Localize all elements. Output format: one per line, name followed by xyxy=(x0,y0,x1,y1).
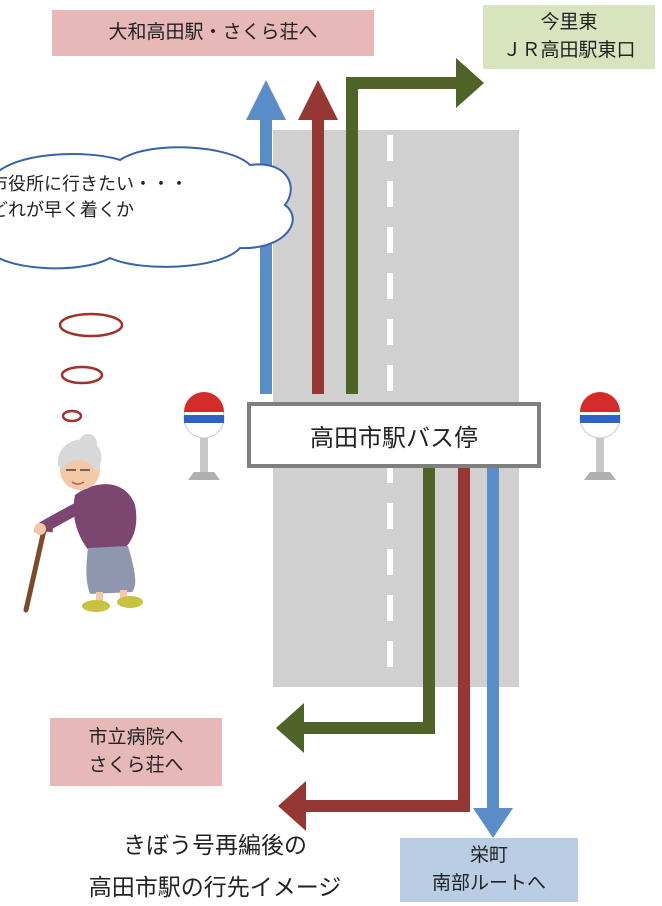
thought-line-2: どれが早く着くか xyxy=(0,200,134,222)
thought-line-1: 市役所に行きたい・・・ xyxy=(0,174,188,195)
green-route-up-right xyxy=(346,58,484,394)
thought-bubble-icon xyxy=(0,146,294,423)
destination-label-bottom-right: 栄町 南部ルートへ xyxy=(400,838,578,902)
bus-stop-sign-icon xyxy=(183,392,225,480)
destination-line-2: ＪＲ高田駅東口 xyxy=(502,39,636,61)
caption-line-2: 高田市駅の行先イメージ xyxy=(88,875,342,901)
destination-text: 大和高田駅・さくら荘へ xyxy=(108,21,318,44)
destination-line-1: 栄町 xyxy=(469,844,508,867)
destination-line-1: 今里東 xyxy=(540,11,598,34)
destination-line-2: 南部ルートへ xyxy=(431,872,546,894)
bus-stop-sign-icon xyxy=(579,392,621,480)
elderly-woman-icon xyxy=(23,434,143,613)
bus-stop-name-box: 高田市駅バス停 xyxy=(247,402,541,468)
destination-label-top-right: 今里東 ＪＲ高田駅東口 xyxy=(483,5,655,69)
caption-line-1: きぼう号再編後の xyxy=(123,833,307,859)
destination-line-1: 市立病院へ xyxy=(88,726,184,749)
red-route-down-left xyxy=(278,464,470,831)
destination-line-2: さくら荘へ xyxy=(88,754,184,776)
red-route-up xyxy=(298,80,338,394)
destination-label-bottom-left: 市立病院へ さくら荘へ xyxy=(50,718,222,786)
destination-label-top-left: 大和高田駅・さくら荘へ xyxy=(52,10,374,56)
bus-stop-name: 高田市駅バス停 xyxy=(310,423,478,452)
green-route-down-left xyxy=(276,464,435,753)
thought-text: 市役所に行きたい・・・ どれが早く着くか xyxy=(0,172,188,224)
blue-route-down xyxy=(473,464,513,838)
